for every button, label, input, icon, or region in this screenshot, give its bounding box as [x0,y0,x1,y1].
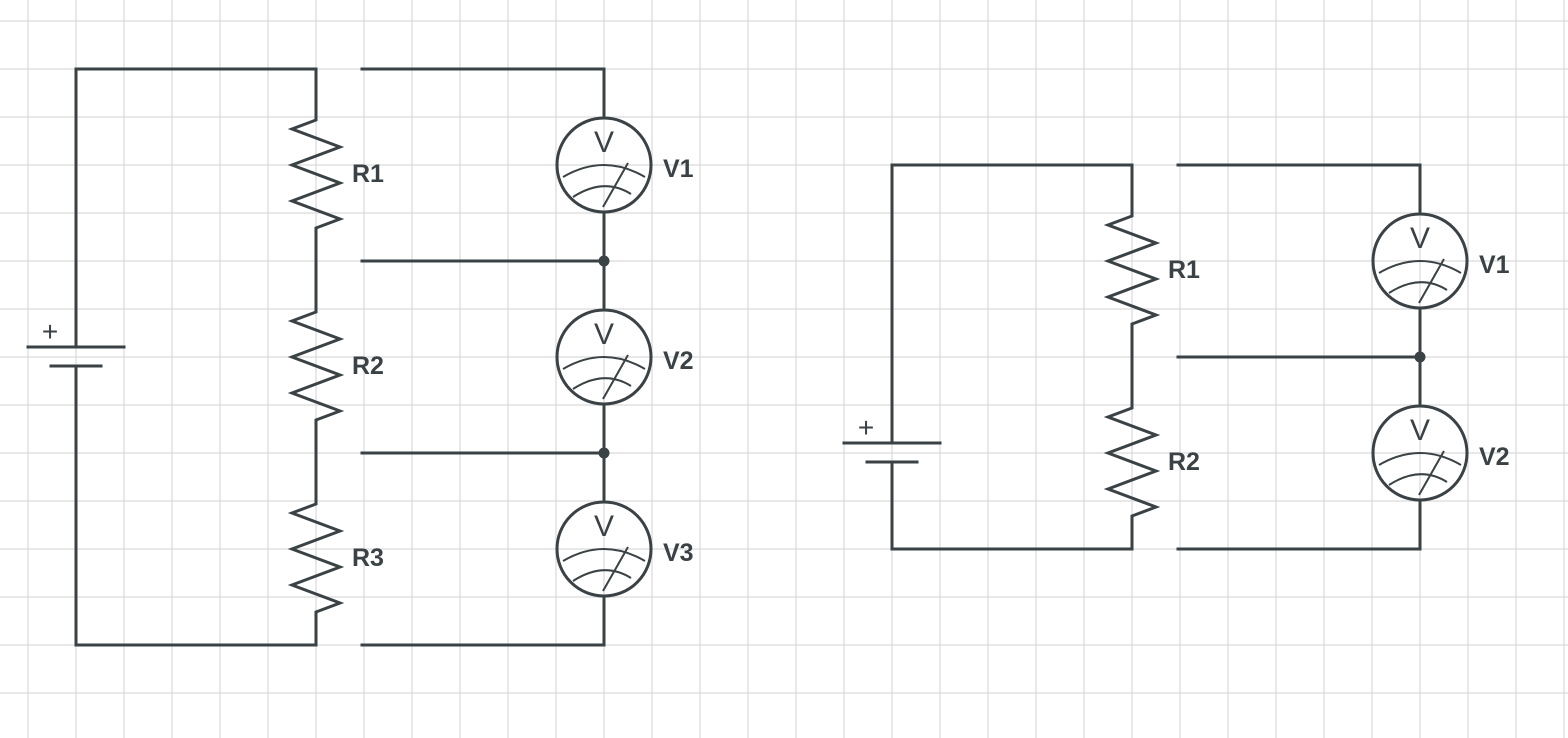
resistor-r1: R1 [1103,203,1200,336]
meter-needle [1418,450,1445,496]
voltmeter-symbol: V [594,126,614,159]
voltmeter-v2: V V2 [1371,404,1510,502]
voltmeter-symbol: V [594,510,614,543]
voltmeter-label: V1 [663,155,694,183]
wire-meter-bottom [360,595,606,647]
battery-plus-sign: + [858,412,874,443]
voltmeter-v1: V V1 [555,116,694,214]
resistor-label: R1 [1168,256,1200,284]
meter-scale-outer-arc [562,548,646,562]
wire-battery-top [74,67,318,349]
voltmeter-symbol: V [594,318,614,351]
battery: + [842,412,942,464]
voltmeter-label: V1 [1479,251,1510,279]
wire-battery-bottom [890,460,1134,551]
resistor-zigzag [287,491,345,624]
meter-scale-outer-arc [1378,452,1462,466]
resistor-zigzag [287,107,345,240]
meter-scale-inner-arc [572,185,632,198]
resistor-r1: R1 [287,107,384,240]
junction-dot [598,255,610,267]
voltmeter-circle [1371,404,1469,502]
battery: + [26,316,126,368]
resistor-r2: R2 [1103,395,1200,528]
meter-scale-inner-arc [572,569,632,582]
meter-scale-inner-arc [1388,281,1448,294]
voltmeter-label: V2 [1479,443,1510,471]
wire-meter-top [1176,163,1422,215]
junction-dot [598,447,610,459]
resistor-r3: R3 [287,491,384,624]
resistor-zigzag [1103,203,1161,336]
resistor-label: R2 [1168,448,1200,476]
resistor-zigzag [1103,395,1161,528]
voltmeter-label: V3 [663,539,694,567]
voltmeter-circle [555,500,653,598]
resistor-label: R3 [352,544,384,572]
voltmeter-symbol: V [1410,222,1430,255]
meter-needle [602,354,629,400]
voltmeter-label: V2 [663,347,694,375]
voltmeter-v1: V V1 [1371,212,1510,310]
meter-needle [602,162,629,208]
resistor-label: R1 [352,160,384,188]
battery-plus-sign: + [42,316,58,347]
meter-scale-outer-arc [1378,260,1462,274]
resistor-zigzag [287,299,345,432]
meter-scale-inner-arc [1388,473,1448,486]
meter-scale-outer-arc [562,164,646,178]
junction-dot [1414,351,1426,363]
wire-battery-top [890,163,1134,445]
resistor-label: R2 [352,352,384,380]
voltmeter-v3: V V3 [555,500,694,598]
wire-battery-bottom [74,364,318,647]
meter-scale-outer-arc [562,356,646,370]
meter-needle [1418,258,1445,304]
wire-meter-bottom [1176,499,1422,551]
wire-meter-top [360,67,606,119]
voltmeter-symbol: V [1410,414,1430,447]
resistor-r2: R2 [287,299,384,432]
meter-needle [602,546,629,592]
meter-scale-inner-arc [572,377,632,390]
